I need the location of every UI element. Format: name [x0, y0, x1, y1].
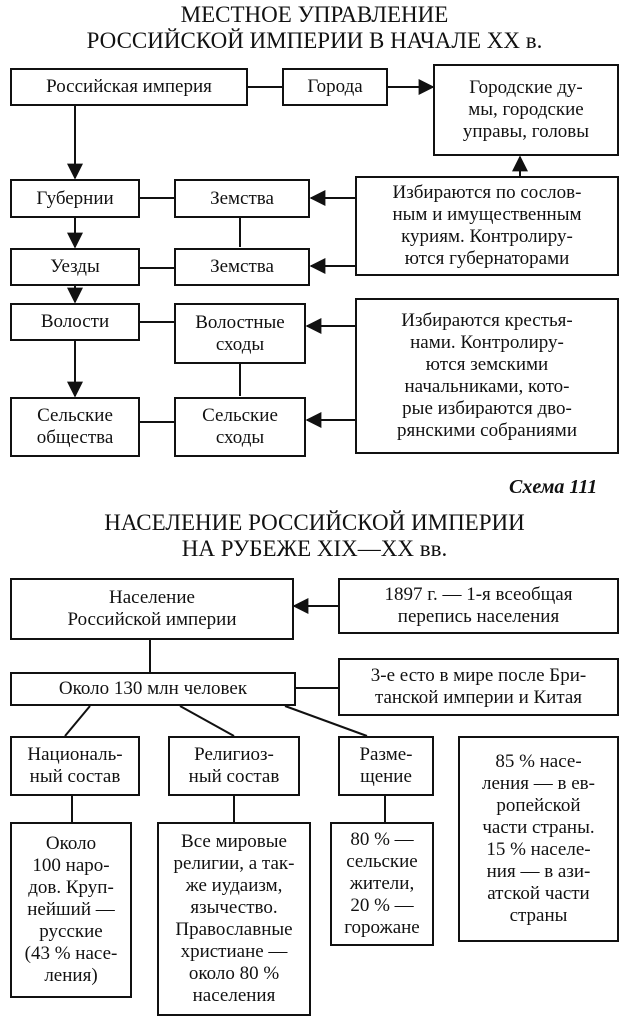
volost-skhody-box: Волостные сходы: [174, 303, 306, 364]
third-place-box: 3-е есто в мире после Бри- танской импер…: [338, 658, 619, 716]
placement-detail-box: 80 % — сельские жители, 20 % — горожане: [330, 822, 434, 946]
scheme2-title: НАСЕЛЕНИЕ РОССИЙСКОЙ ИМПЕРИИ НА РУБЕЖЕ X…: [104, 510, 525, 561]
scheme-caption: Схема 111: [509, 476, 598, 498]
population-box: Население Российской империи: [10, 578, 294, 640]
rural-societies-box: Сельские общества: [10, 397, 140, 457]
elected-curia-box: Избираются по сослов- ным и имущественны…: [355, 176, 619, 276]
census-box: 1897 г. — 1-я всеобщая перепись населени…: [338, 578, 619, 634]
gubernii-box: Губернии: [10, 179, 140, 218]
russian-empire-box: Российская империя: [10, 68, 248, 106]
uezdy-box: Уезды: [10, 248, 140, 286]
volosti-box: Волости: [10, 303, 140, 341]
zemstva-uezd-box: Земства: [174, 248, 310, 286]
national-detail-box: Около 100 наро- дов. Круп- нейший — русс…: [10, 822, 132, 998]
elected-peasants-box: Избираются крестья- нами. Контролиру- ют…: [355, 298, 619, 454]
zemstva-gubernia-box: Земства: [174, 179, 310, 218]
religious-composition-box: Религиоз- ный состав: [168, 736, 300, 796]
religious-detail-box: Все мировые религии, а так- же иудаизм, …: [157, 822, 311, 1016]
city-dumas-box: Городские ду- мы, городские управы, голо…: [433, 64, 619, 156]
scheme1-title: МЕСТНОЕ УПРАВЛЕНИЕ РОССИЙСКОЙ ИМПЕРИИ В …: [86, 2, 543, 53]
rural-skhody-box: Сельские сходы: [174, 397, 306, 457]
about-130-box: Около 130 млн человек: [10, 672, 296, 706]
cities-box: Города: [282, 68, 388, 106]
placement-box: Разме- щение: [338, 736, 434, 796]
national-composition-box: Националь- ный состав: [10, 736, 140, 796]
distribution-box: 85 % насе- ления — в ев- ропейской части…: [458, 736, 619, 942]
